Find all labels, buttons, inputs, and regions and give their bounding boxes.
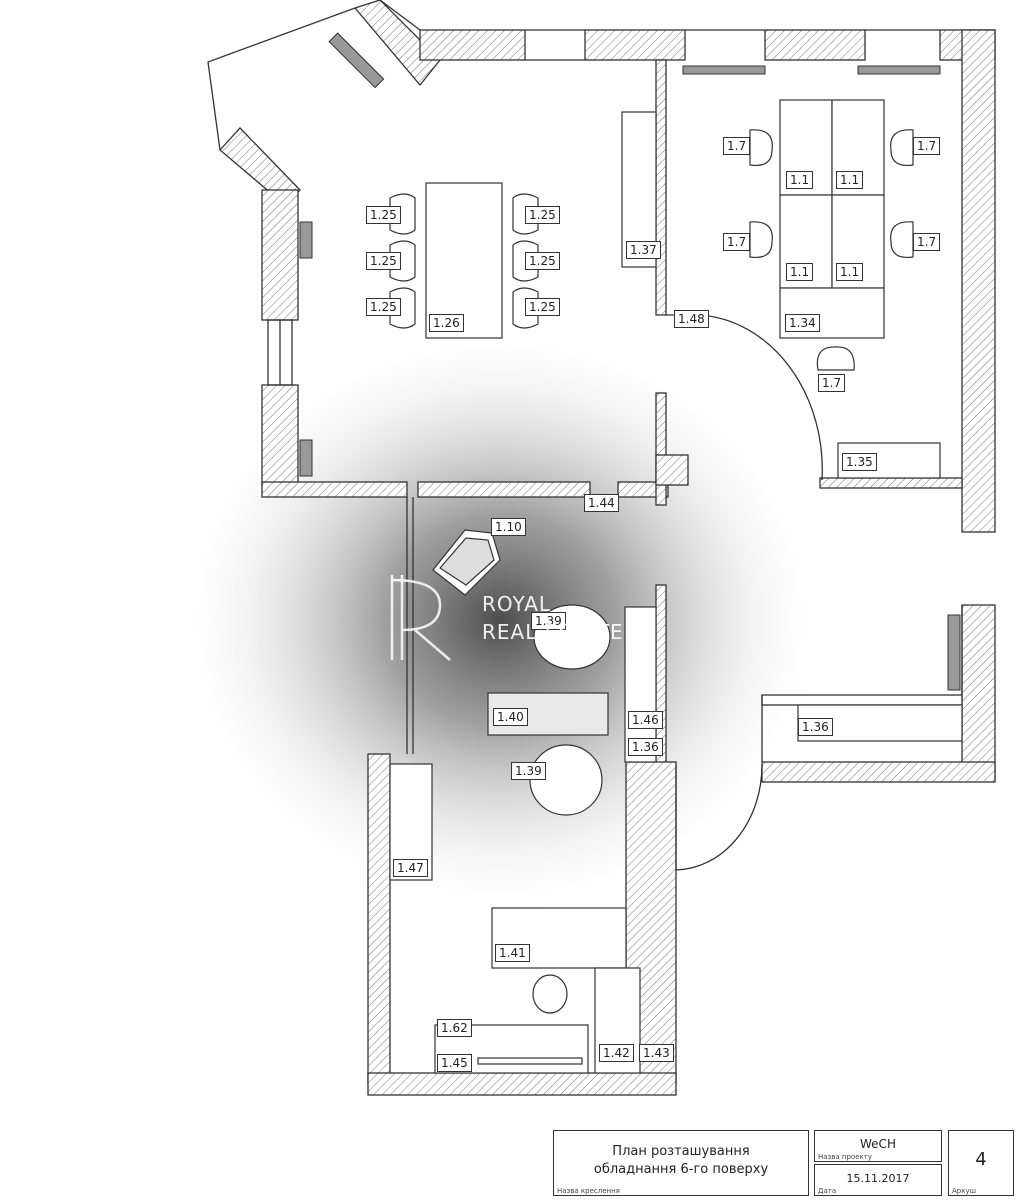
label-1-7: 1.7 [913, 233, 941, 251]
label-1-36: 1.36 [798, 718, 833, 736]
title-block-project: WeCH Назва проекту [814, 1130, 942, 1162]
label-1-10: 1.10 [491, 518, 526, 536]
label-1-25: 1.25 [525, 252, 560, 270]
label-1-48: 1.48 [674, 310, 709, 328]
label-1-44: 1.44 [584, 494, 619, 512]
label-1-25: 1.25 [525, 206, 560, 224]
watermark-line-1: ROYAL [482, 592, 552, 616]
project-name: WeCH [860, 1137, 896, 1151]
date-value: 15.11.2017 [846, 1172, 910, 1185]
label-1-25: 1.25 [525, 298, 560, 316]
label-1-7: 1.7 [723, 137, 751, 155]
label-1-45: 1.45 [437, 1054, 472, 1072]
project-caption: Назва проекту [818, 1153, 872, 1161]
walls [219, 0, 996, 1096]
label-1-35: 1.35 [842, 453, 877, 471]
watermark-logo [390, 575, 451, 661]
label-1-62: 1.62 [437, 1019, 472, 1037]
label-1-39: 1.39 [511, 762, 546, 780]
label-1-34: 1.34 [785, 314, 820, 332]
label-1-1: 1.1 [836, 263, 864, 281]
label-1-1: 1.1 [786, 171, 814, 189]
label-1-1: 1.1 [786, 263, 814, 281]
label-1-46: 1.46 [628, 711, 663, 729]
thin-lines [207, 0, 963, 871]
label-1-7: 1.7 [723, 233, 751, 251]
label-1-25: 1.25 [366, 298, 401, 316]
label-1-40: 1.40 [493, 708, 528, 726]
drawing-title-line-1: План розташування [612, 1144, 750, 1159]
label-1-25: 1.25 [366, 206, 401, 224]
sheet-number: 4 [975, 1149, 987, 1170]
label-1-26: 1.26 [429, 314, 464, 332]
label-1-42: 1.42 [599, 1044, 634, 1062]
title-block-date: 15.11.2017 Дата [814, 1164, 942, 1196]
label-1-39: 1.39 [531, 612, 566, 630]
sheet-caption: Аркуш [952, 1187, 977, 1195]
label-1-1: 1.1 [836, 171, 864, 189]
drawing-title-caption: Назва креслення [557, 1187, 620, 1195]
watermark-line-2: REAL ESTATE [482, 620, 624, 644]
label-1-43: 1.43 [639, 1044, 674, 1062]
title-block-sheet: 4 Аркуш [948, 1130, 1014, 1196]
label-1-7: 1.7 [818, 374, 846, 392]
label-1-41: 1.41 [495, 944, 530, 962]
label-1-36: 1.36 [628, 738, 663, 756]
title-block-drawing-name: План розташування обладнання 6-го поверх… [553, 1130, 809, 1196]
label-1-47: 1.47 [393, 859, 428, 877]
label-1-7: 1.7 [913, 137, 941, 155]
drawing-title-line-2: обладнання 6-го поверху [593, 1162, 769, 1177]
date-caption: Дата [818, 1187, 837, 1195]
label-1-37: 1.37 [626, 241, 661, 259]
label-1-25: 1.25 [366, 252, 401, 270]
